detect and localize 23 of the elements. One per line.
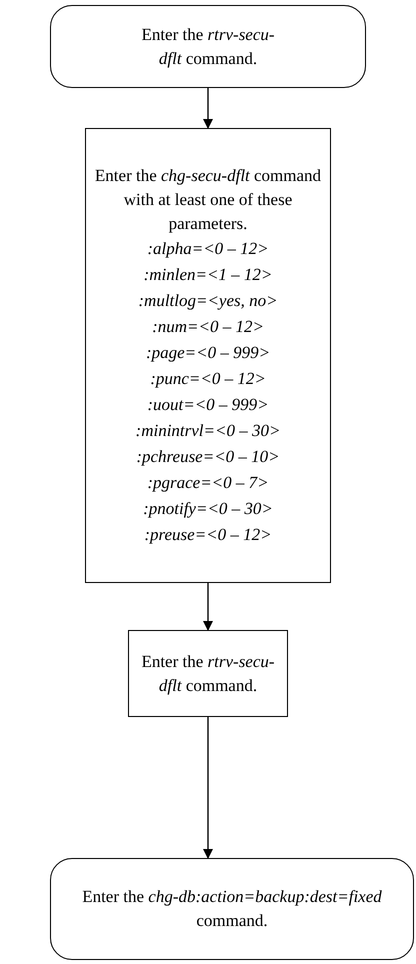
step-text: Enter the chg-db:action=backup:dest=fixed command. bbox=[82, 886, 382, 932]
process-box bbox=[50, 5, 366, 88]
step-text: Enter the rtrv-secu-dflt command. bbox=[140, 24, 276, 70]
step-text: Enter the chg-secu-dflt command with at least one of these parameters. bbox=[94, 164, 322, 235]
arrow bbox=[203, 583, 213, 631]
step-text: Enter the rtrv-secu-dflt command. bbox=[140, 650, 276, 697]
parameter-text: :pgrace=<0 – 7> bbox=[147, 472, 269, 494]
arrow bbox=[203, 717, 213, 859]
parameter-text: :multlog=<yes, no> bbox=[138, 290, 278, 312]
parameter-text: :minintrvl=<0 – 30> bbox=[136, 420, 280, 442]
parameter-text: :pchreuse=<0 – 10> bbox=[136, 446, 280, 468]
process-box bbox=[50, 858, 414, 960]
process-box bbox=[128, 630, 288, 717]
process-box bbox=[85, 128, 331, 583]
parameter-text: :pnotify=<0 – 30> bbox=[143, 498, 273, 520]
parameter-text: :punc=<0 – 12> bbox=[150, 368, 266, 390]
parameter-text: :minlen=<1 – 12> bbox=[144, 264, 272, 286]
parameter-text: :preuse=<0 – 12> bbox=[144, 524, 272, 546]
parameter-text: :uout=<0 – 999> bbox=[147, 394, 269, 416]
parameter-text: :alpha=<0 – 12> bbox=[147, 238, 269, 260]
parameter-text: :num=<0 – 12> bbox=[152, 316, 264, 338]
arrow bbox=[203, 88, 213, 129]
parameter-text: :page=<0 – 999> bbox=[146, 342, 270, 364]
